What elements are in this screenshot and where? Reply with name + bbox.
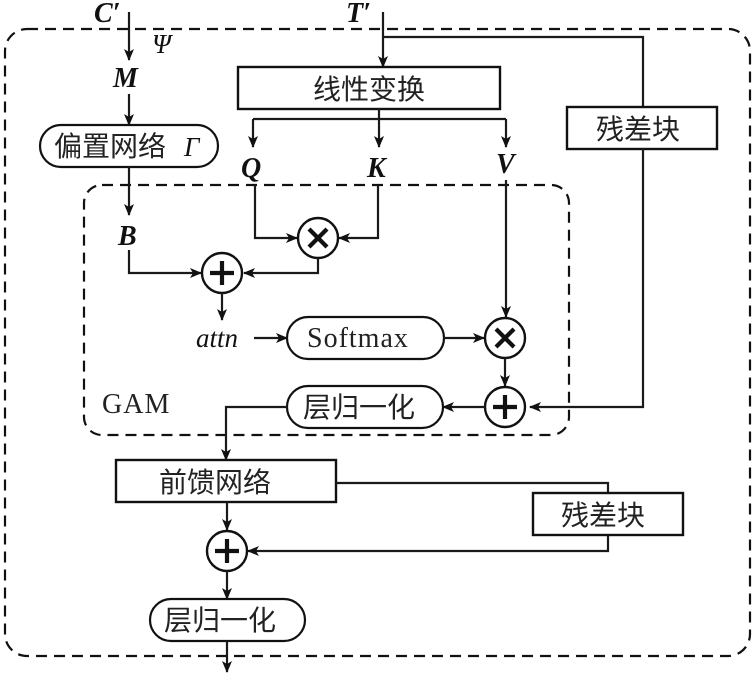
add-op-bias <box>200 251 244 295</box>
gam-label: GAM <box>102 389 170 420</box>
b-to-add <box>127 250 202 278</box>
outer-block-boundary <box>3 27 752 658</box>
var-k: K <box>366 153 388 184</box>
layer-norm-2-label: 层归一化 <box>164 604 276 637</box>
linear-transform-box <box>236 65 502 111</box>
residual-block-bottom <box>531 491 685 537</box>
layer-norm-1-label: 层归一化 <box>303 391 415 424</box>
q-to-mul <box>253 185 298 243</box>
linear-transform-label: 线性变换 <box>313 73 425 106</box>
multiply-op-qk <box>296 216 340 260</box>
residual-block-top <box>565 105 719 151</box>
residual-top-to-add <box>529 149 645 412</box>
var-v: V <box>496 149 517 180</box>
k-to-mul <box>338 185 380 243</box>
residual-bottom-to-add <box>247 535 610 556</box>
feed-forward-label: 前馈网络 <box>159 466 271 499</box>
bias-network-symbol: Γ <box>183 132 201 162</box>
bias-network-label: 偏置网络 <box>54 130 166 163</box>
residual-block-top-label: 残差块 <box>596 113 680 146</box>
var-b: B <box>117 221 137 252</box>
add-op-residual <box>483 385 527 429</box>
layernorm-to-ffn <box>221 405 287 461</box>
psi-label: Ψ <box>152 29 174 59</box>
input-t-prime: T′ <box>346 0 371 29</box>
input-c-prime: C′ <box>94 0 121 29</box>
t-to-residual-line <box>383 35 645 107</box>
ffn-to-residual <box>336 481 610 493</box>
softmax-label: Softmax <box>307 323 409 354</box>
multiply-op-v <box>483 316 527 360</box>
add-op-ffn <box>205 529 249 573</box>
gam-region-boundary <box>82 183 571 437</box>
var-q: Q <box>241 153 261 184</box>
var-attn: attn <box>196 323 238 353</box>
residual-block-bottom-label: 残差块 <box>561 499 645 532</box>
var-m: M <box>112 63 139 94</box>
mul-to-add <box>243 258 320 278</box>
